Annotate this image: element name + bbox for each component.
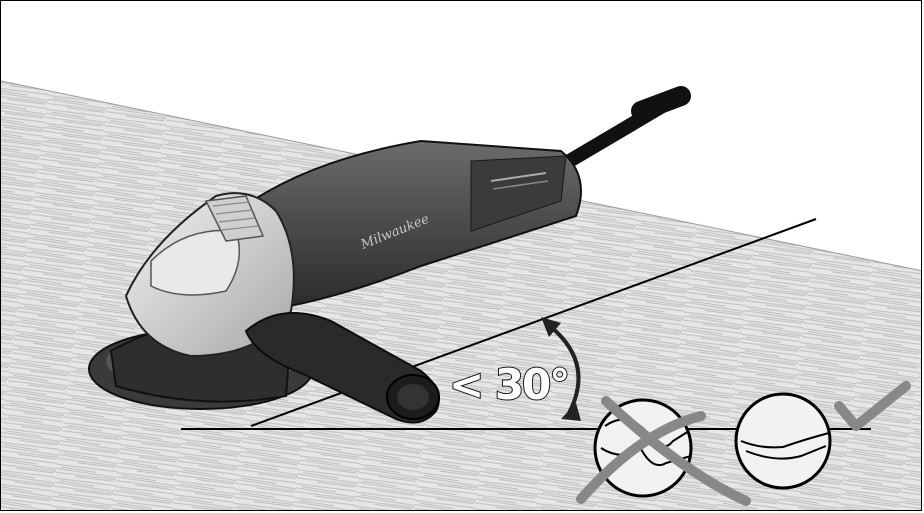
cross-mark-icon bbox=[576, 396, 751, 506]
angle-grinder: Milwaukee bbox=[88, 86, 691, 424]
check-mark-icon bbox=[734, 381, 911, 490]
angle-label: < 30° bbox=[449, 360, 568, 409]
angle-arc-arrow bbox=[541, 317, 581, 421]
